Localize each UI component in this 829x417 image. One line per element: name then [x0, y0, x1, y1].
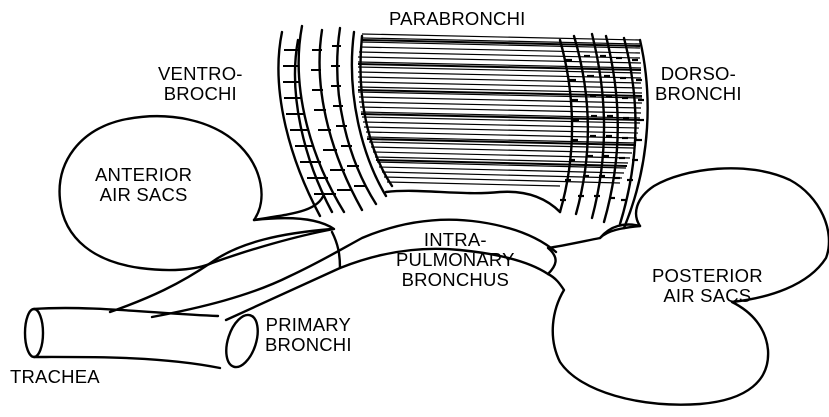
trachea-shape	[25, 308, 220, 368]
label-intrapulmonary-bronchus: INTRA- PULMONARY BRONCHUS	[396, 230, 515, 290]
label-ventrobronchi: VENTRO- BROCHI	[158, 64, 243, 104]
label-primary-bronchi: PRIMARY BRONCHI	[265, 315, 352, 355]
label-trachea: TRACHEA	[10, 367, 100, 387]
parabronchi-base	[386, 191, 560, 212]
trachea-opening	[25, 309, 43, 357]
label-dorsobronchi: DORSO- BRONCHI	[655, 64, 742, 104]
label-anterior-air-sacs: ANTERIOR AIR SACS	[95, 165, 192, 205]
ventrobronchi-arches	[278, 26, 392, 216]
label-posterior-air-sacs: POSTERIOR AIR SACS	[652, 266, 763, 306]
label-parabronchi: PARABRONCHI	[389, 9, 526, 29]
